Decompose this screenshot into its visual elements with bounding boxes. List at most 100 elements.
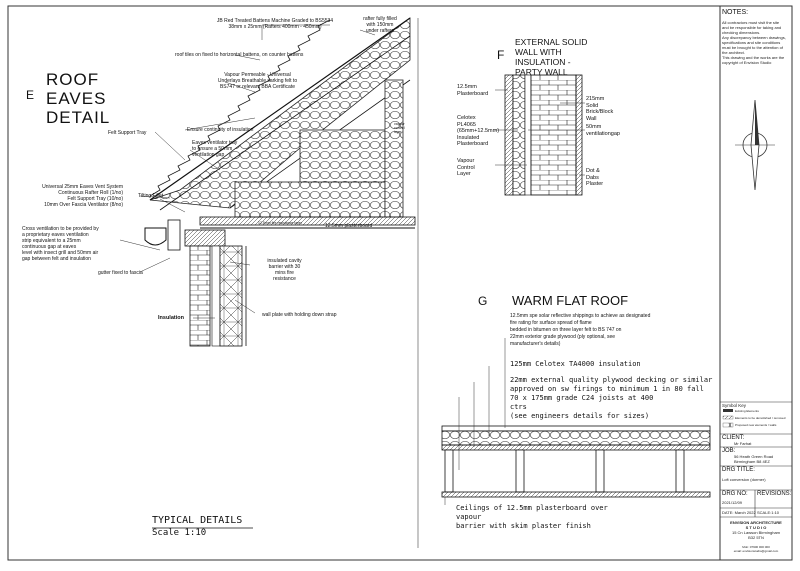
outer-brick-leaf — [189, 245, 211, 347]
plasterboard-f-label: 12.5mm Plasterboard — [457, 84, 488, 97]
note-line: must be brought to the attention of — [722, 45, 783, 50]
vapour-perm-label: Vapour Permeable - Universal Underlays B… — [205, 72, 310, 90]
title-block-lines — [720, 401, 792, 518]
deck-label: 22mm external quality plywood decking or… — [510, 376, 712, 421]
cross-line3: strip equivalent to a 25mm — [22, 238, 81, 244]
stud-wall-insulation — [384, 79, 404, 218]
plywood-deck — [441, 444, 711, 451]
universal-line2: Continuous Rafter Roll (1/no) — [58, 190, 123, 196]
detail-e-title-line3: DETAIL — [46, 108, 111, 127]
plasterboard-layer — [504, 74, 514, 196]
fire-layer-label: 12.5mm fire resistance layer — [258, 221, 302, 225]
cavity-line3: mins fire — [275, 270, 294, 276]
celotex-f-line4: Insulated — [457, 134, 480, 141]
vent-gap-label: 50mm ventilationgap — [586, 124, 620, 137]
gutter — [144, 227, 167, 246]
solid-line1: 215mm — [586, 96, 605, 102]
ceiling-label: Ceilings of 12.5mm plasterboard over vap… — [456, 504, 608, 531]
studio-line2: S T U D I O — [745, 525, 767, 530]
symbol-key-list: Existing Elements Elements to be demolis… — [735, 408, 785, 429]
cavity-line1: insulated cavity — [267, 258, 302, 264]
job-line1: 56 Heath Green Road — [734, 454, 774, 459]
roof-slope-top — [149, 17, 411, 201]
rafter-filled-line3: under rafters — [365, 28, 395, 34]
joists-line3: (see engineers details for sizes) — [510, 412, 650, 420]
celotex-f-line2: PL4065 — [457, 121, 476, 128]
universal-line4: 10mm Over Fascia Ventilator (8/no) — [44, 202, 123, 208]
spec-line3: bedded in bitumen on three layer felt to… — [510, 327, 622, 333]
detail-f-title: EXTERNAL SOLID WALL WITH INSULATION - PA… — [515, 37, 587, 77]
drg-no-label: DRG NO: — [722, 491, 748, 497]
spec-line1: 12.5mm spe solar reflective shippings to… — [510, 313, 651, 319]
vapour-perm-line1: Vapour Permeable - Universal — [224, 72, 291, 78]
note-line: and be responsible for taking and — [722, 25, 782, 30]
plasterboard-label: 12.5mm plasterboard — [325, 223, 373, 229]
vapour-perm-line2: Underlays Breathable sarking felt to — [217, 78, 298, 84]
cavity — [211, 245, 221, 347]
cross-line4: continuous gap at eaves — [22, 244, 77, 250]
revisions-label: REVISIONS: — [757, 491, 792, 497]
detail-e-title: ROOF EAVES DETAIL — [46, 70, 110, 127]
battens-label: JB Red Treated Battens Machine Graded to… — [200, 18, 350, 30]
vent-tray-line2: to ensure a 50mm — [192, 146, 233, 152]
cavity-barrier-label: insulated cavity barrier with 30 mins fi… — [252, 258, 317, 282]
drg-no: 2021/12/09 — [722, 500, 743, 505]
note-line: All contractors must visit the site — [722, 20, 780, 25]
tilting-fillet-label: Tilting Fillet — [138, 193, 164, 199]
solid-line3: Brick/Block — [586, 109, 614, 115]
dabs-line2: Dabs — [586, 174, 599, 181]
inner-block-leaf — [219, 245, 243, 347]
note-line: specifications and site conditions — [722, 40, 781, 45]
celotex-insulation — [441, 430, 711, 446]
universal-vent-label: Universal 25mm Eaves Vent System Continu… — [28, 184, 123, 208]
note-line: Any discrepancy between drawings, — [722, 35, 786, 40]
detail-f-title-line4: PARTY WALL — [515, 67, 568, 77]
celotex-f-line3: (65mm+12.5mm) — [457, 128, 500, 134]
north-arrow — [735, 99, 775, 191]
contact-line2: email: envisionstudio@gmail.com — [733, 549, 779, 553]
roof-tiles-label: roof tiles on fixed to horizontal batten… — [175, 52, 304, 58]
contact-line1: Mob: 07900 000 000 — [742, 545, 770, 549]
celotex-f-line5: Plasterboard — [457, 141, 489, 147]
ceiling-plasterboard — [441, 491, 711, 498]
drg-title-label: DRG TITLE: — [722, 467, 755, 473]
fascia — [167, 219, 181, 251]
roof-tiles — [149, 19, 331, 197]
dabs-line1: Dot & — [586, 168, 600, 174]
deck-line2: approved on sw firings to minimum 1 in 8… — [510, 385, 704, 393]
note-line: This drawing and the works are the — [722, 55, 785, 60]
note-line: checking dimensions. — [722, 30, 761, 35]
key-item-proposed: Proposed new elements / walls — [735, 423, 777, 427]
detail-e-title-line2: EAVES — [46, 89, 107, 108]
cross-line6: gap between felt and insulation — [22, 256, 91, 262]
joists-line1: 70 x 175mm grade C24 joists at 400 — [510, 394, 654, 402]
dabs-plaster — [575, 74, 583, 196]
plasterboard-f-line1: 12.5mm — [457, 84, 477, 90]
studio-line1: ENVISION ARCHITECTURE — [730, 520, 782, 525]
celotex-f-line1: Celotex — [457, 115, 476, 121]
celotex-f-label: Celotex PL4065 (65mm+12.5mm) Insulated P… — [457, 115, 499, 148]
symbol-key-swatches — [722, 409, 734, 428]
studio-line3: 15 Cn Lawson Birmingham — [731, 530, 781, 535]
cross-line1: Cross ventilation to be provided by — [22, 226, 99, 232]
cross-line2: a proprietary eaves ventilation — [22, 232, 89, 238]
detail-g-leaders — [444, 338, 506, 505]
vent-tray-line1: Eaves ventilator tray — [192, 140, 238, 146]
note-line: copyright of Envision Studio — [722, 60, 772, 65]
vapour-control-label: vapour control layer — [394, 122, 405, 134]
job-label: JOB: — [722, 448, 736, 454]
ceiling-line1: Ceilings of 12.5mm plasterboard over — [456, 504, 608, 512]
detail-e-title-line1: ROOF — [46, 70, 100, 89]
client-label: CLIENT: — [722, 435, 745, 441]
vapour-f-line2: Control — [457, 164, 475, 171]
spec-line4: 22mm exterior grade plywood (ply optiona… — [510, 334, 616, 340]
rafter-filled-line1: rafter fully filled — [363, 16, 397, 22]
cavity-line2: barrier with 30 — [268, 264, 301, 270]
wall-plate-label: wall plate with holding down strap — [262, 312, 337, 318]
cavity-line4: resistance — [273, 276, 296, 282]
vent-tray-label: Eaves ventilator tray to ensure a 50mm v… — [192, 140, 237, 158]
battens-line2: 38mm x 25mm (Rafters 400mm - 450mm) — [228, 24, 322, 30]
plasterboard-f-line2: Plasterboard — [457, 90, 489, 97]
detail-g-drawing — [441, 338, 711, 505]
